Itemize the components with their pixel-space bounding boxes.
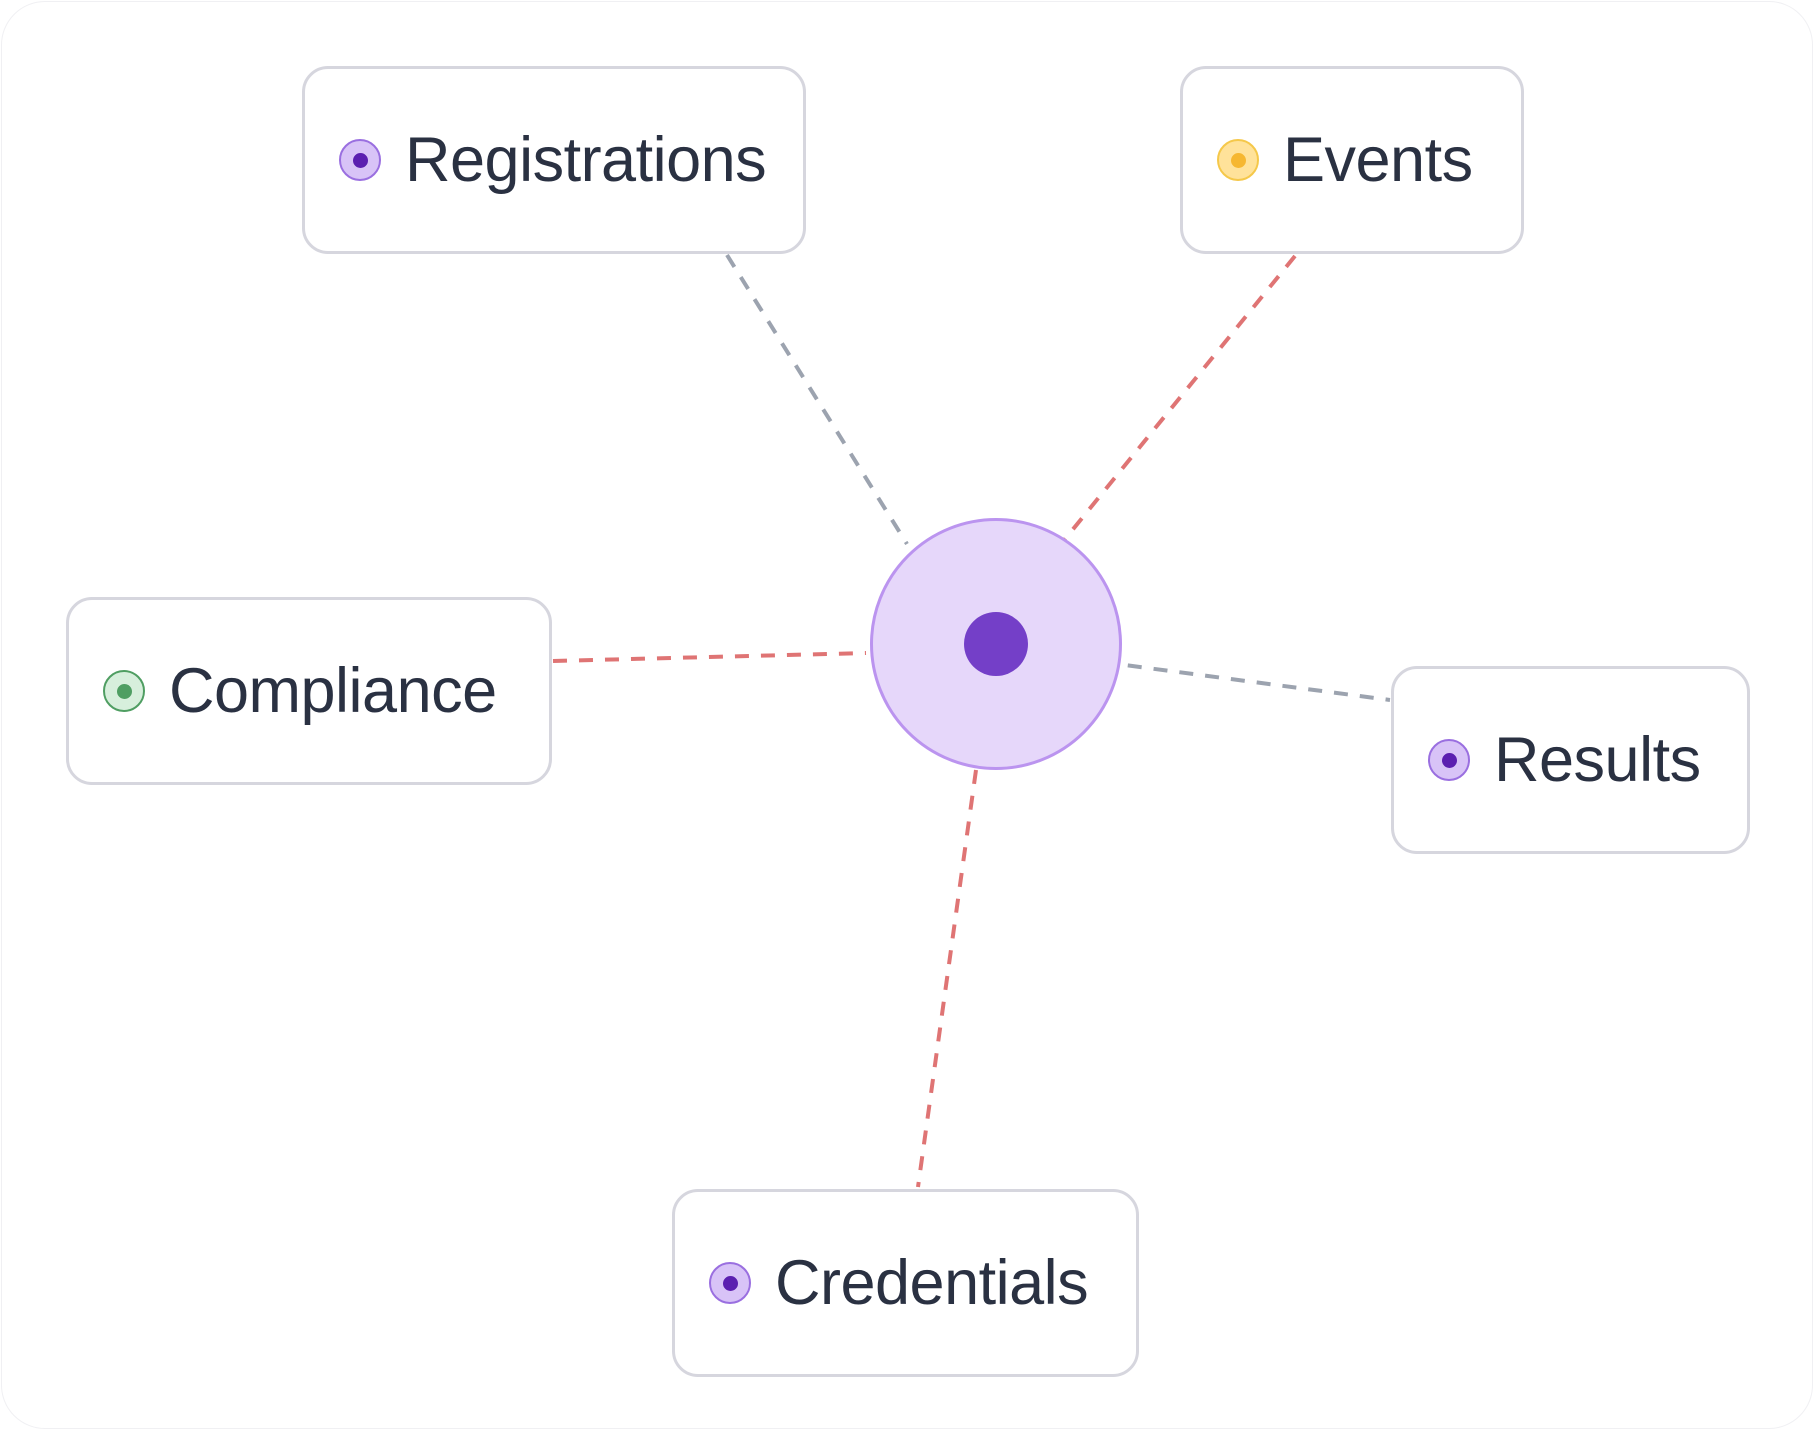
connector-compliance	[552, 651, 867, 663]
node-label: Events	[1283, 125, 1473, 195]
node-results[interactable]: Results	[1391, 666, 1750, 854]
status-dot-icon	[339, 139, 381, 181]
node-compliance[interactable]: Compliance	[66, 597, 552, 785]
connector-registrations	[725, 253, 909, 546]
hub-node[interactable]	[870, 518, 1122, 770]
node-label: Credentials	[775, 1248, 1089, 1318]
connector-credentials	[916, 769, 978, 1188]
status-dot-icon	[1428, 739, 1470, 781]
node-label: Results	[1494, 725, 1701, 795]
node-registrations[interactable]: Registrations	[302, 66, 806, 254]
status-dot-icon	[1217, 139, 1259, 181]
connector-events	[1059, 254, 1297, 546]
status-dot-icon	[709, 1262, 751, 1304]
status-dot-icon	[103, 670, 145, 712]
node-label: Compliance	[169, 656, 497, 726]
hub-core-dot	[964, 612, 1028, 676]
node-events[interactable]: Events	[1180, 66, 1524, 254]
node-label: Registrations	[405, 125, 767, 195]
node-credentials[interactable]: Credentials	[672, 1189, 1139, 1377]
connector-results	[1101, 660, 1391, 702]
